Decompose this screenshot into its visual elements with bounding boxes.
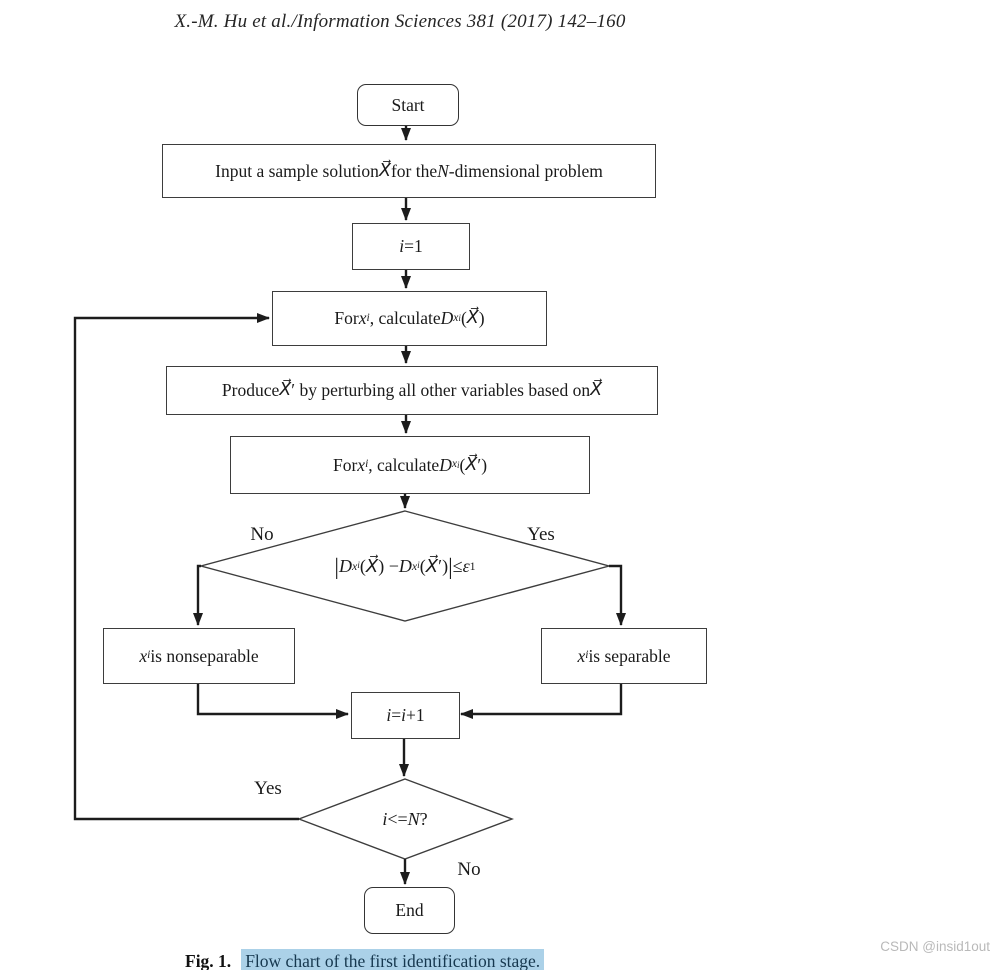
- flowchart-decision-loop-condition: i<=N?: [382, 808, 428, 829]
- flowchart-node-end: End: [364, 887, 455, 934]
- branch-label-no-decision2: No: [457, 859, 481, 880]
- flowchart-node-input-sample: Input a sample solution X⃗ for the N-dim…: [162, 144, 656, 198]
- figure-caption-label: Fig. 1.: [185, 951, 232, 970]
- connector-arrows: [73, 124, 626, 885]
- decision-diamond-1: [198, 510, 612, 622]
- flowchart-node-increment-i: i=i+1: [351, 692, 460, 739]
- paper-header: X.-M. Hu et al./Information Sciences 381…: [174, 11, 626, 32]
- flowchart-node-init-i: i=1: [352, 223, 470, 270]
- watermark: CSDN @insid1out: [880, 939, 990, 954]
- branch-label-yes-decision2: Yes: [254, 778, 282, 799]
- figure-caption: Fig. 1. Flow chart of the first identific…: [185, 949, 545, 970]
- flowchart-node-produce-perturbed: Produce X⃗′ by perturbing all other vari…: [166, 366, 658, 415]
- flowchart-node-start: Start: [357, 84, 459, 126]
- branch-label-no-decision1: No: [250, 524, 274, 545]
- branch-label-yes-decision1: Yes: [527, 524, 555, 545]
- figure-caption-text-highlighted: Flow chart of the first identification s…: [241, 949, 545, 970]
